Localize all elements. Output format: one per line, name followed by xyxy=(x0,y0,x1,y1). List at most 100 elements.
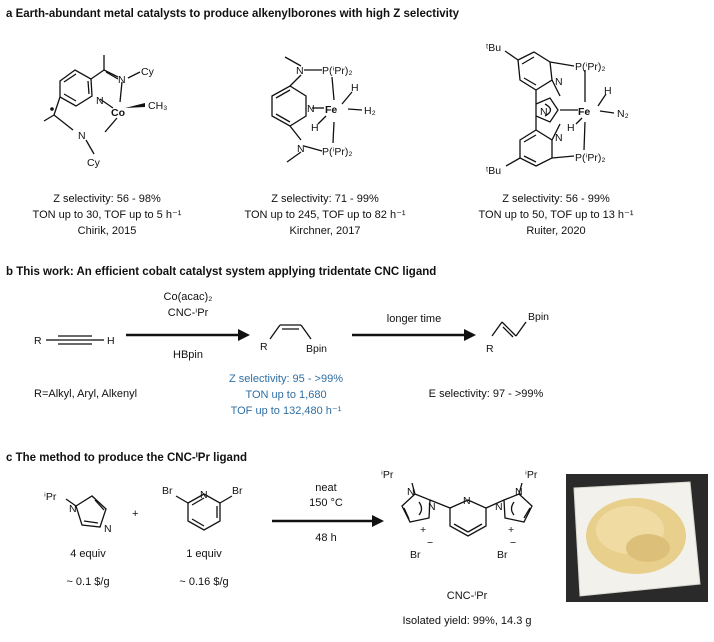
r-group-definition: R=Alkyl, Aryl, Alkenyl xyxy=(34,388,137,400)
alkyne-h: H xyxy=(107,335,115,347)
plus-sign: + xyxy=(132,508,138,520)
kirchner-atom-p2: P(ⁱPr)₂ xyxy=(322,146,352,158)
chirik-complex-structure: N Cy Co CH₃ N N Cy xyxy=(43,55,167,169)
reaction-conditions-c: neat 150 °C 48 h xyxy=(309,482,343,544)
ruiter-ton-tof: TON up to 50, TOF up to 13 h⁻¹ xyxy=(479,209,634,221)
product-ipr2: ⁱPr xyxy=(525,469,538,481)
reaction-conditions-b: Co(acac)₂ CNC-ⁱPr HBpin xyxy=(164,291,213,361)
kirchner-ref: Kirchner, 2017 xyxy=(290,225,361,237)
isolated-yield: Isolated yield: 99%, 14.3 g xyxy=(402,615,531,627)
longer-time-label: longer time xyxy=(387,313,441,325)
kirchner-atom-npy: N xyxy=(307,103,315,115)
ruiter-atom-h1: H xyxy=(604,85,612,97)
product-minus2: − xyxy=(510,537,516,549)
chirik-ref: Chirik, 2015 xyxy=(78,225,137,237)
e-selectivity-result: E selectivity: 97 - >99% xyxy=(429,388,544,400)
kirchner-selectivity: Z selectivity: 71 - 99% xyxy=(271,193,379,205)
equiv-imidazole: 4 equiv xyxy=(70,548,106,560)
z-product-r: R xyxy=(260,341,268,353)
pyridine-n: N xyxy=(200,489,208,501)
tof-result: TOF up to 132,480 h⁻¹ xyxy=(231,405,342,417)
ruiter-atom-nc: N xyxy=(540,106,548,118)
dibromopyridine-structure: Br N Br xyxy=(162,485,243,531)
imidazole-n3: N xyxy=(104,523,112,535)
reagent-amounts: 4 equiv 1 equiv ~ 0.1 $/g ~ 0.16 $/g xyxy=(66,548,228,588)
ruiter-selectivity: Z selectivity: 56 - 99% xyxy=(502,193,610,205)
chirik-selectivity: Z selectivity: 56 - 98% xyxy=(53,193,161,205)
imidazole-n1: N xyxy=(69,503,77,515)
isopropylimidazole-structure: ⁱPr N N xyxy=(44,491,112,535)
alkyne-structure: R H xyxy=(34,335,115,347)
chirik-atom-cy1: Cy xyxy=(141,66,155,78)
z-product-bpin: Bpin xyxy=(306,343,327,355)
product-br2: Br xyxy=(497,549,508,561)
product-plus1: + xyxy=(420,524,426,536)
section-c-title: c The method to produce the CNC-ⁱPr liga… xyxy=(6,450,247,464)
chirik-atom-npy: N xyxy=(96,95,104,107)
ruiter-complex-structure: ᵗBu N P(ⁱPr)₂ N Fe H N₂ H N P(ⁱPr)₂ ᵗBu xyxy=(486,42,629,177)
cond-time: 48 h xyxy=(315,532,336,544)
product-n4: N xyxy=(495,501,503,513)
kirchner-atom-h3: H xyxy=(311,122,319,134)
alkyne-r: R xyxy=(34,335,42,347)
chirik-atom-co: Co xyxy=(111,107,125,119)
product-br1: Br xyxy=(410,549,421,561)
e-alkenylboronate-structure: Bpin R xyxy=(486,311,549,355)
cond-neat: neat xyxy=(315,482,336,494)
chirik-atom-ch3: CH₃ xyxy=(148,100,167,112)
reaction-arrow-1 xyxy=(126,329,250,341)
e-product-r: R xyxy=(486,343,494,355)
cnc-ipr-product-structure: ⁱPr N N + − Br N ⁱPr N N + − Br xyxy=(381,469,538,561)
cond-temperature: 150 °C xyxy=(309,497,343,509)
z-selectivity-result: Z selectivity: 95 - >99% xyxy=(229,373,343,385)
chirik-atom-cy2: Cy xyxy=(87,157,101,169)
product-n1: N xyxy=(407,486,415,498)
chirik-atom-n1: N xyxy=(118,74,126,86)
reagent-hbpin: HBpin xyxy=(173,349,203,361)
kirchner-atom-h1: H xyxy=(351,82,359,94)
kirchner-atom-n1: N xyxy=(296,65,304,77)
product-npy: N xyxy=(463,495,471,507)
kirchner-atom-p1: P(ⁱPr)₂ xyxy=(322,65,352,77)
ton-result: TON up to 1,680 xyxy=(245,389,326,401)
product-plus2: + xyxy=(508,524,514,536)
cost-imidazole: ~ 0.1 $/g xyxy=(66,576,109,588)
kirchner-atom-n2: N xyxy=(297,143,305,155)
reagent-coacac: Co(acac)₂ xyxy=(164,291,213,303)
ligand-powder-photo xyxy=(566,474,708,602)
e-product-bpin: Bpin xyxy=(528,311,549,323)
ruiter-atom-fe: Fe xyxy=(578,106,590,118)
kirchner-complex-structure: N N P(ⁱPr)₂ Fe H H₂ H N P(ⁱPr)₂ xyxy=(271,56,376,163)
ruiter-ref: Ruiter, 2020 xyxy=(526,225,585,237)
reagent-cnc: CNC-ⁱPr xyxy=(168,307,209,319)
cost-pyridine: ~ 0.16 $/g xyxy=(179,576,228,588)
ruiter-atom-n3: N xyxy=(555,132,563,144)
section-a-title: a Earth-abundant metal catalysts to prod… xyxy=(6,8,460,20)
ruiter-atom-n2ligand: N₂ xyxy=(617,108,629,120)
chirik-atom-n2: N xyxy=(78,130,86,142)
chirik-ton-tof: TON up to 30, TOF up to 5 h⁻¹ xyxy=(33,209,182,221)
ruiter-atom-p1: P(ⁱPr)₂ xyxy=(575,61,605,73)
z-results: Z selectivity: 95 - >99% TON up to 1,680… xyxy=(229,373,343,417)
reaction-arrow-3 xyxy=(272,515,384,527)
product-name: CNC-ⁱPr xyxy=(447,590,488,602)
pyridine-br2: Br xyxy=(232,485,243,497)
ruiter-atom-p2: P(ⁱPr)₂ xyxy=(575,152,605,164)
kirchner-atom-h2: H₂ xyxy=(364,105,376,117)
equiv-pyridine: 1 equiv xyxy=(186,548,222,560)
pyridine-br1: Br xyxy=(162,485,173,497)
product-n2: N xyxy=(428,501,436,513)
kirchner-ton-tof: TON up to 245, TOF up to 82 h⁻¹ xyxy=(244,209,405,221)
ruiter-atom-tbu2: ᵗBu xyxy=(486,165,501,177)
product-minus1: − xyxy=(427,537,433,549)
product-n3: N xyxy=(515,486,523,498)
product-captions: CNC-ⁱPr Isolated yield: 99%, 14.3 g xyxy=(402,590,531,627)
product-ipr1: ⁱPr xyxy=(381,469,394,481)
ruiter-atom-h2: H xyxy=(567,122,575,134)
ruiter-atom-tbu1: ᵗBu xyxy=(486,42,501,54)
z-alkenylboronate-structure: R Bpin xyxy=(260,324,327,355)
ruiter-atom-n1: N xyxy=(555,76,563,88)
section-a-captions: Z selectivity: 56 - 98% TON up to 30, TO… xyxy=(33,193,634,237)
kirchner-atom-fe: Fe xyxy=(325,104,337,116)
